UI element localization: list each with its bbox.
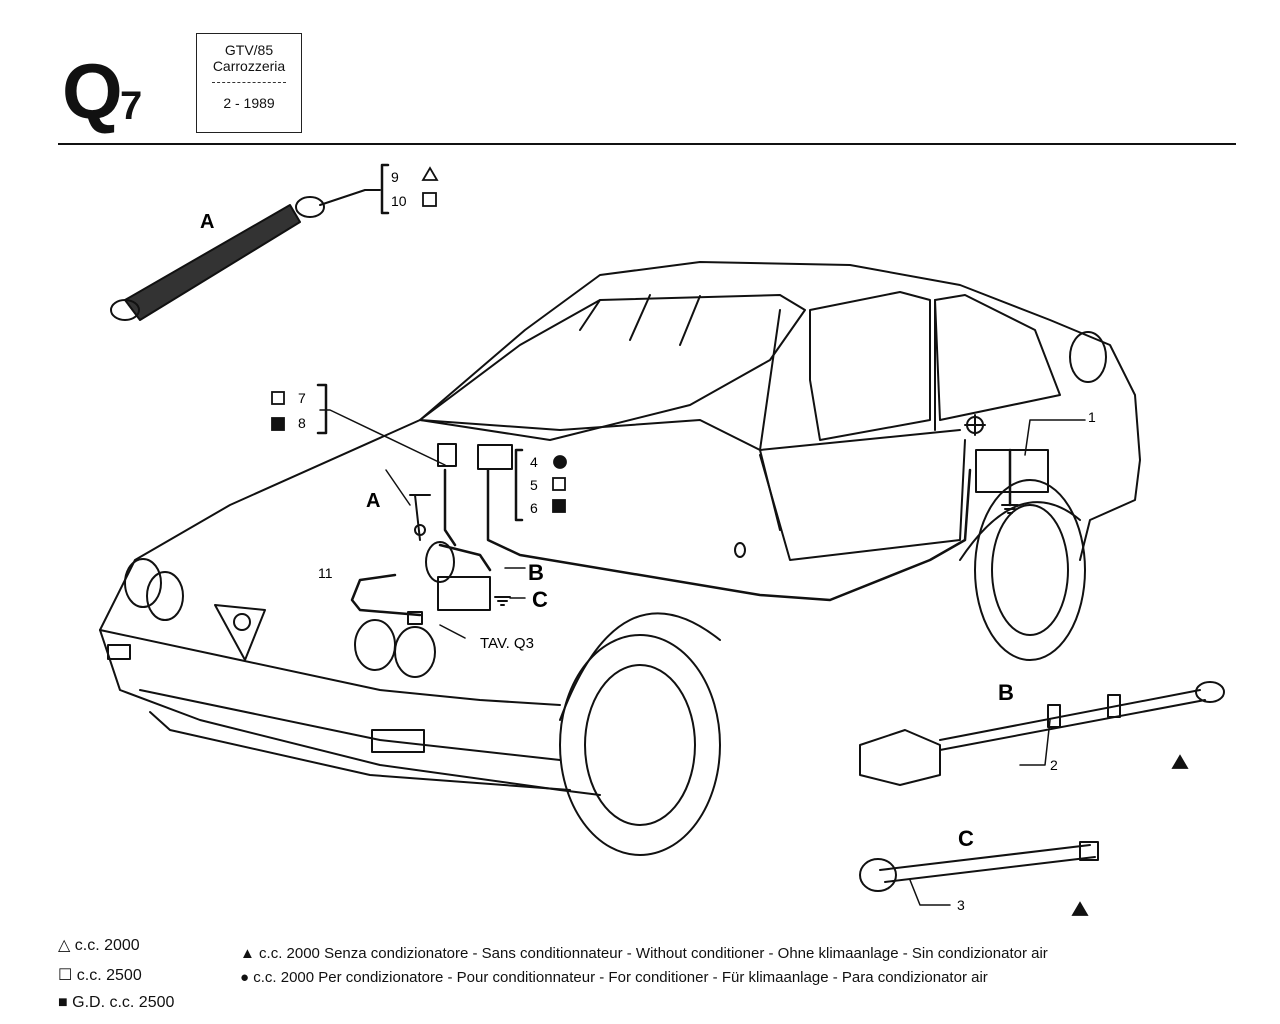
square-filled-icon [271, 417, 285, 431]
page-code-sub: 7 [120, 84, 143, 128]
callout-a-top: A [200, 211, 214, 233]
part-number-10: 10 [391, 193, 407, 209]
legend-right-1: ▲ c.c. 2000 Senza condizionatore - Sans … [240, 945, 1048, 962]
part-number-4: 4 [530, 454, 538, 470]
part-symbols [271, 166, 1189, 916]
reference-tav: TAV. Q3 [480, 635, 534, 652]
circle-filled-icon: ● [240, 969, 250, 986]
bracket-group-9-10 [380, 163, 390, 215]
detail-cable-c [859, 841, 1099, 892]
square-outline-icon [271, 391, 285, 405]
part-number-3: 3 [957, 897, 965, 913]
part-number-8: 8 [298, 415, 306, 431]
triangle-filled-icon [1071, 901, 1089, 916]
square-filled-icon: ■ [58, 994, 68, 1011]
car-components [407, 414, 1049, 625]
triangle-filled-icon [1171, 754, 1189, 769]
callout-c-detail: C [958, 826, 974, 851]
circle-filled-icon [553, 455, 567, 469]
leader-lines [319, 409, 1086, 906]
detail-cable-b [859, 681, 1225, 786]
info-divider [212, 82, 286, 83]
date-label: 2 - 1989 [223, 95, 275, 111]
part-number-6: 6 [530, 500, 538, 516]
section-label: Carrozzeria [212, 58, 286, 74]
square-filled-icon [552, 499, 566, 513]
detail-strap-a [110, 189, 381, 321]
legend-left-2: ☐ c.c. 2500 [58, 967, 142, 984]
part-number-11: 11 [318, 565, 333, 581]
header-rule [58, 143, 1236, 145]
legend-left-1: △ c.c. 2000 [58, 937, 140, 954]
page-code: Q [62, 47, 123, 135]
callout-b: B [528, 560, 544, 585]
part-number-1: 1 [1088, 409, 1096, 425]
square-outline-icon [552, 477, 566, 491]
bracket-group-7-8 [316, 383, 328, 435]
car-wiring [350, 448, 1012, 617]
part-number-7: 7 [298, 390, 306, 406]
square-outline-icon: ☐ [58, 967, 73, 984]
legend-left-3: ■ G.D. c.c. 2500 [58, 994, 175, 1011]
triangle-filled-icon: ▲ [240, 945, 255, 962]
square-outline-icon [422, 192, 437, 207]
part-number-9: 9 [391, 169, 399, 185]
model-label: GTV/85 [224, 42, 274, 58]
car-outline [99, 261, 1141, 856]
callout-a-mid: A [366, 490, 380, 512]
info-box: GTV/85 Carrozzeria 2 - 1989 [196, 33, 302, 133]
callout-c: C [532, 587, 548, 612]
bracket-group-4-6 [514, 448, 524, 522]
legend-right-2: ● c.c. 2000 Per condizionatore - Pour co… [240, 969, 988, 986]
part-number-5: 5 [530, 477, 538, 493]
triangle-outline-icon: △ [58, 937, 71, 954]
callout-b-detail: B [998, 680, 1014, 705]
part-number-2: 2 [1050, 757, 1058, 773]
triangle-outline-icon [421, 166, 439, 181]
